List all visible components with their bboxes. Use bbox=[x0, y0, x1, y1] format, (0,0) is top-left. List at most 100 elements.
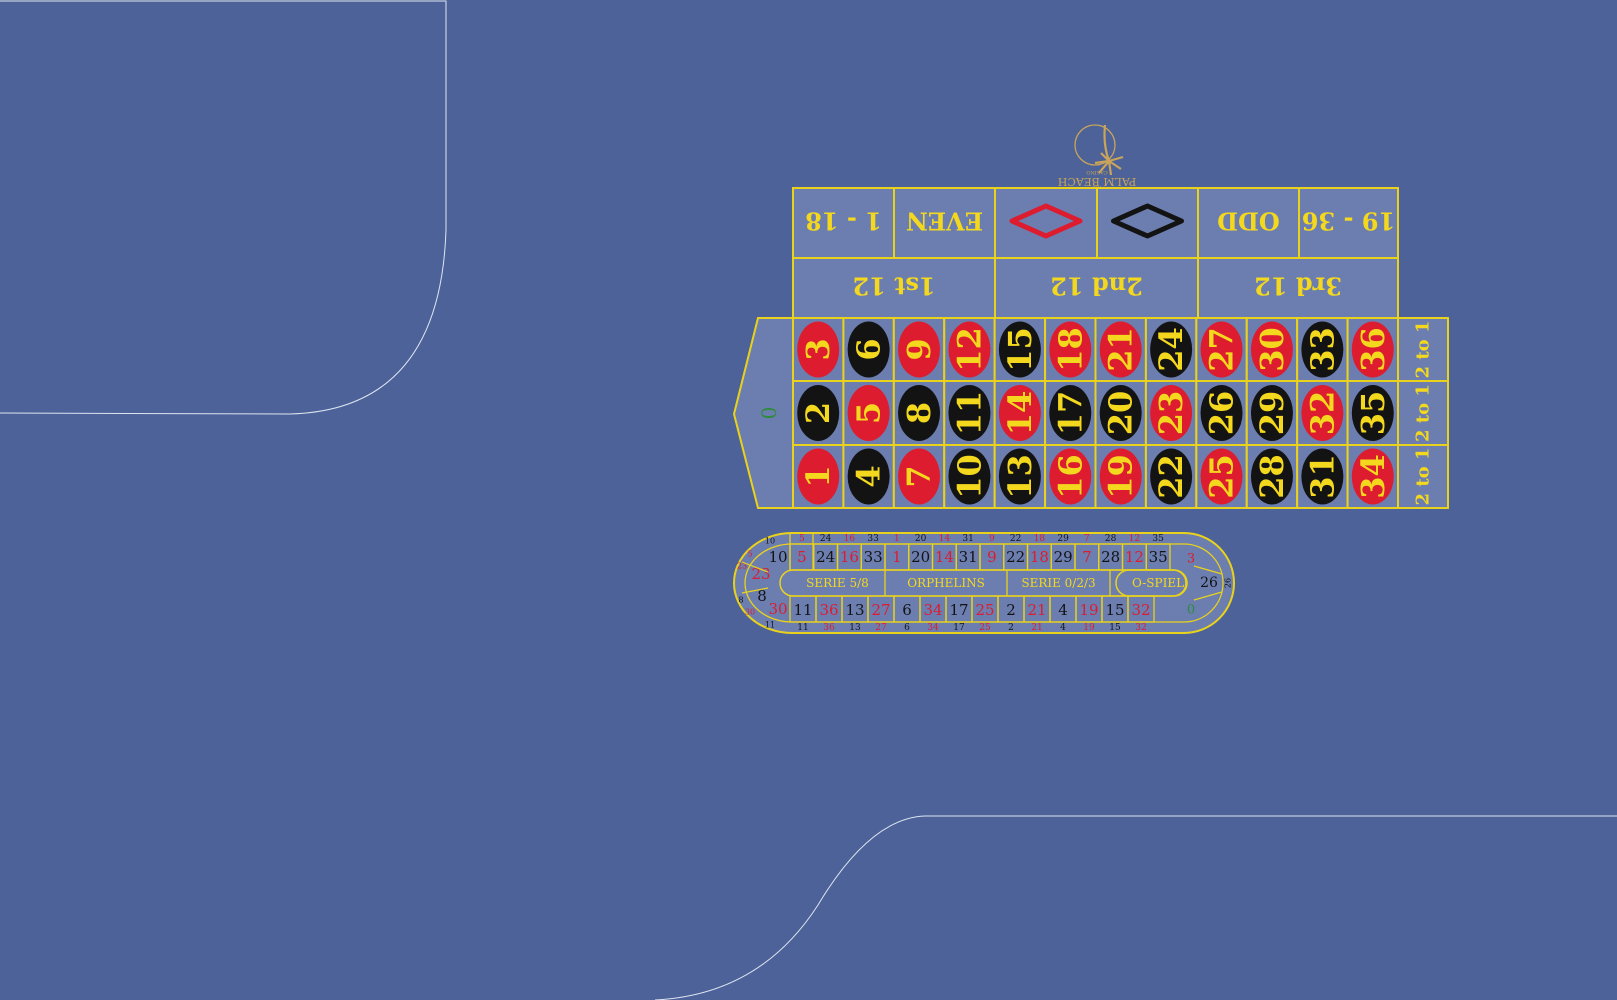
number-cell-24[interactable]: 24 bbox=[1144, 317, 1198, 382]
even-money-bet-5[interactable]: ODD bbox=[1197, 187, 1300, 259]
track-outer-number: 9 bbox=[989, 534, 995, 544]
track-number-32[interactable]: 32 bbox=[1127, 595, 1155, 623]
track-number-label: 25 bbox=[975, 601, 994, 619]
number-cell-36[interactable]: 36 bbox=[1346, 317, 1400, 382]
track-number-label: 11 bbox=[793, 601, 812, 619]
track-number-label: 30 bbox=[768, 600, 787, 618]
number-cell-31[interactable]: 31 bbox=[1296, 444, 1349, 509]
number-label: 8 bbox=[900, 402, 938, 424]
number-cell-11[interactable]: 11 bbox=[943, 380, 996, 446]
track-outer-number: 27 bbox=[875, 623, 887, 633]
even-money-bet-4[interactable] bbox=[1096, 187, 1199, 259]
number-label: 7 bbox=[900, 465, 938, 487]
number-label: 27 bbox=[1203, 327, 1241, 372]
number-cell-30[interactable]: 30 bbox=[1245, 317, 1299, 382]
track-number-label: 13 bbox=[845, 601, 864, 619]
track-number-label: 12 bbox=[1125, 548, 1144, 566]
column-bet-3[interactable]: 2 to 1 bbox=[1397, 444, 1449, 509]
number-cell-19[interactable]: 19 bbox=[1094, 444, 1147, 509]
number-cell-25[interactable]: 25 bbox=[1195, 444, 1248, 509]
player-area-curve bbox=[654, 815, 1617, 1000]
number-cell-18[interactable]: 18 bbox=[1044, 317, 1097, 382]
number-cell-33[interactable]: 33 bbox=[1296, 317, 1349, 382]
track-number-label: 26 bbox=[1200, 575, 1218, 591]
track-section-2[interactable]: ORPHELINS bbox=[907, 576, 985, 590]
even-money-bet-6[interactable]: 19 - 36 bbox=[1298, 187, 1399, 259]
track-section-label: SERIE 0/2/3 bbox=[1021, 576, 1095, 590]
track-outer-number: 16 bbox=[844, 534, 856, 544]
track-section-label: SERIE 5/8 bbox=[806, 576, 869, 590]
track-number-35[interactable]: 35 bbox=[1145, 543, 1171, 571]
logo-moon-icon bbox=[1074, 124, 1116, 166]
column-bets: 2 to 12 to 12 to 1 bbox=[1397, 317, 1449, 509]
track-outer-number: 13 bbox=[849, 623, 861, 633]
number-cell-15[interactable]: 15 bbox=[993, 317, 1047, 382]
dozen-bet-3[interactable]: 3rd 12 bbox=[1197, 257, 1399, 319]
number-cell-9[interactable]: 9 bbox=[892, 317, 946, 382]
track-number-label: 14 bbox=[935, 548, 954, 566]
number-label: 3 bbox=[799, 338, 837, 360]
number-cell-21[interactable]: 21 bbox=[1094, 317, 1147, 382]
logo-brand-text: PALM BEACH bbox=[1058, 175, 1136, 188]
number-cell-27[interactable]: 27 bbox=[1195, 317, 1248, 382]
number-cell-29[interactable]: 29 bbox=[1245, 380, 1299, 446]
dozen-bet-2[interactable]: 2nd 12 bbox=[994, 257, 1199, 319]
number-label: 31 bbox=[1303, 454, 1341, 499]
track-outer-number: 21 bbox=[1031, 623, 1042, 633]
track-number-label: 19 bbox=[1079, 601, 1098, 619]
number-cell-13[interactable]: 13 bbox=[993, 444, 1047, 509]
number-label: 30 bbox=[1253, 327, 1291, 372]
track-number-label: 36 bbox=[819, 601, 838, 619]
number-cell-26[interactable]: 26 bbox=[1195, 380, 1248, 446]
number-cell-5[interactable]: 5 bbox=[842, 380, 895, 446]
track-outer-number: 5 bbox=[799, 534, 805, 544]
number-label: 28 bbox=[1253, 454, 1291, 499]
track-outer-number: 26 bbox=[1224, 578, 1233, 588]
number-cell-10[interactable]: 10 bbox=[943, 444, 996, 509]
track-outer-number: 30 bbox=[745, 608, 755, 617]
column-bet-2[interactable]: 2 to 1 bbox=[1397, 380, 1449, 446]
track-section-1[interactable]: SERIE 5/8 bbox=[806, 576, 869, 590]
number-label: 11 bbox=[950, 391, 988, 436]
number-cell-1[interactable]: 1 bbox=[792, 444, 845, 509]
number-cell-35[interactable]: 35 bbox=[1346, 380, 1400, 446]
number-cell-3[interactable]: 3 bbox=[792, 317, 845, 382]
number-cell-16[interactable]: 16 bbox=[1044, 444, 1097, 509]
number-cell-12[interactable]: 12 bbox=[943, 317, 996, 382]
o-spiel-outline bbox=[1115, 569, 1188, 597]
number-cell-32[interactable]: 32 bbox=[1296, 380, 1349, 446]
number-cell-6[interactable]: 6 bbox=[842, 317, 895, 382]
number-cell-20[interactable]: 20 bbox=[1094, 380, 1147, 446]
even-money-bet-3[interactable] bbox=[994, 187, 1098, 259]
track-outer-number: 35 bbox=[1152, 534, 1164, 544]
number-cell-34[interactable]: 34 bbox=[1346, 444, 1400, 509]
dozen-bet-1[interactable]: 1st 12 bbox=[792, 257, 996, 319]
track-number-label: 29 bbox=[1054, 548, 1073, 566]
number-cell-14[interactable]: 14 bbox=[993, 380, 1047, 446]
track-number-label: 9 bbox=[987, 548, 997, 566]
track-section-4[interactable]: O-SPIEL bbox=[1132, 576, 1184, 590]
number-label: 32 bbox=[1303, 391, 1341, 436]
even-money-bet-2[interactable]: EVEN bbox=[893, 187, 996, 259]
even-money-bet-1[interactable]: 1 - 18 bbox=[792, 187, 895, 259]
track-outer-number: 23 bbox=[737, 562, 747, 571]
number-cell-28[interactable]: 28 bbox=[1245, 444, 1299, 509]
number-label: 6 bbox=[850, 338, 888, 360]
number-cell-23[interactable]: 23 bbox=[1144, 380, 1198, 446]
track-outer-number: 25 bbox=[979, 623, 991, 633]
track-number-label: 21 bbox=[1027, 601, 1046, 619]
number-label: 20 bbox=[1102, 391, 1140, 436]
number-cell-2[interactable]: 2 bbox=[792, 380, 845, 446]
zero-bet[interactable]: 0 bbox=[732, 317, 794, 509]
track-section-3[interactable]: SERIE 0/2/3 bbox=[1021, 576, 1095, 590]
number-cell-4[interactable]: 4 bbox=[842, 444, 895, 509]
track-outer-number: 34 bbox=[927, 623, 939, 633]
number-cell-17[interactable]: 17 bbox=[1044, 380, 1097, 446]
column-bet-1[interactable]: 2 to 1 bbox=[1397, 317, 1449, 382]
number-cell-7[interactable]: 7 bbox=[892, 444, 946, 509]
number-cell-8[interactable]: 8 bbox=[892, 380, 946, 446]
number-cell-22[interactable]: 22 bbox=[1144, 444, 1198, 509]
